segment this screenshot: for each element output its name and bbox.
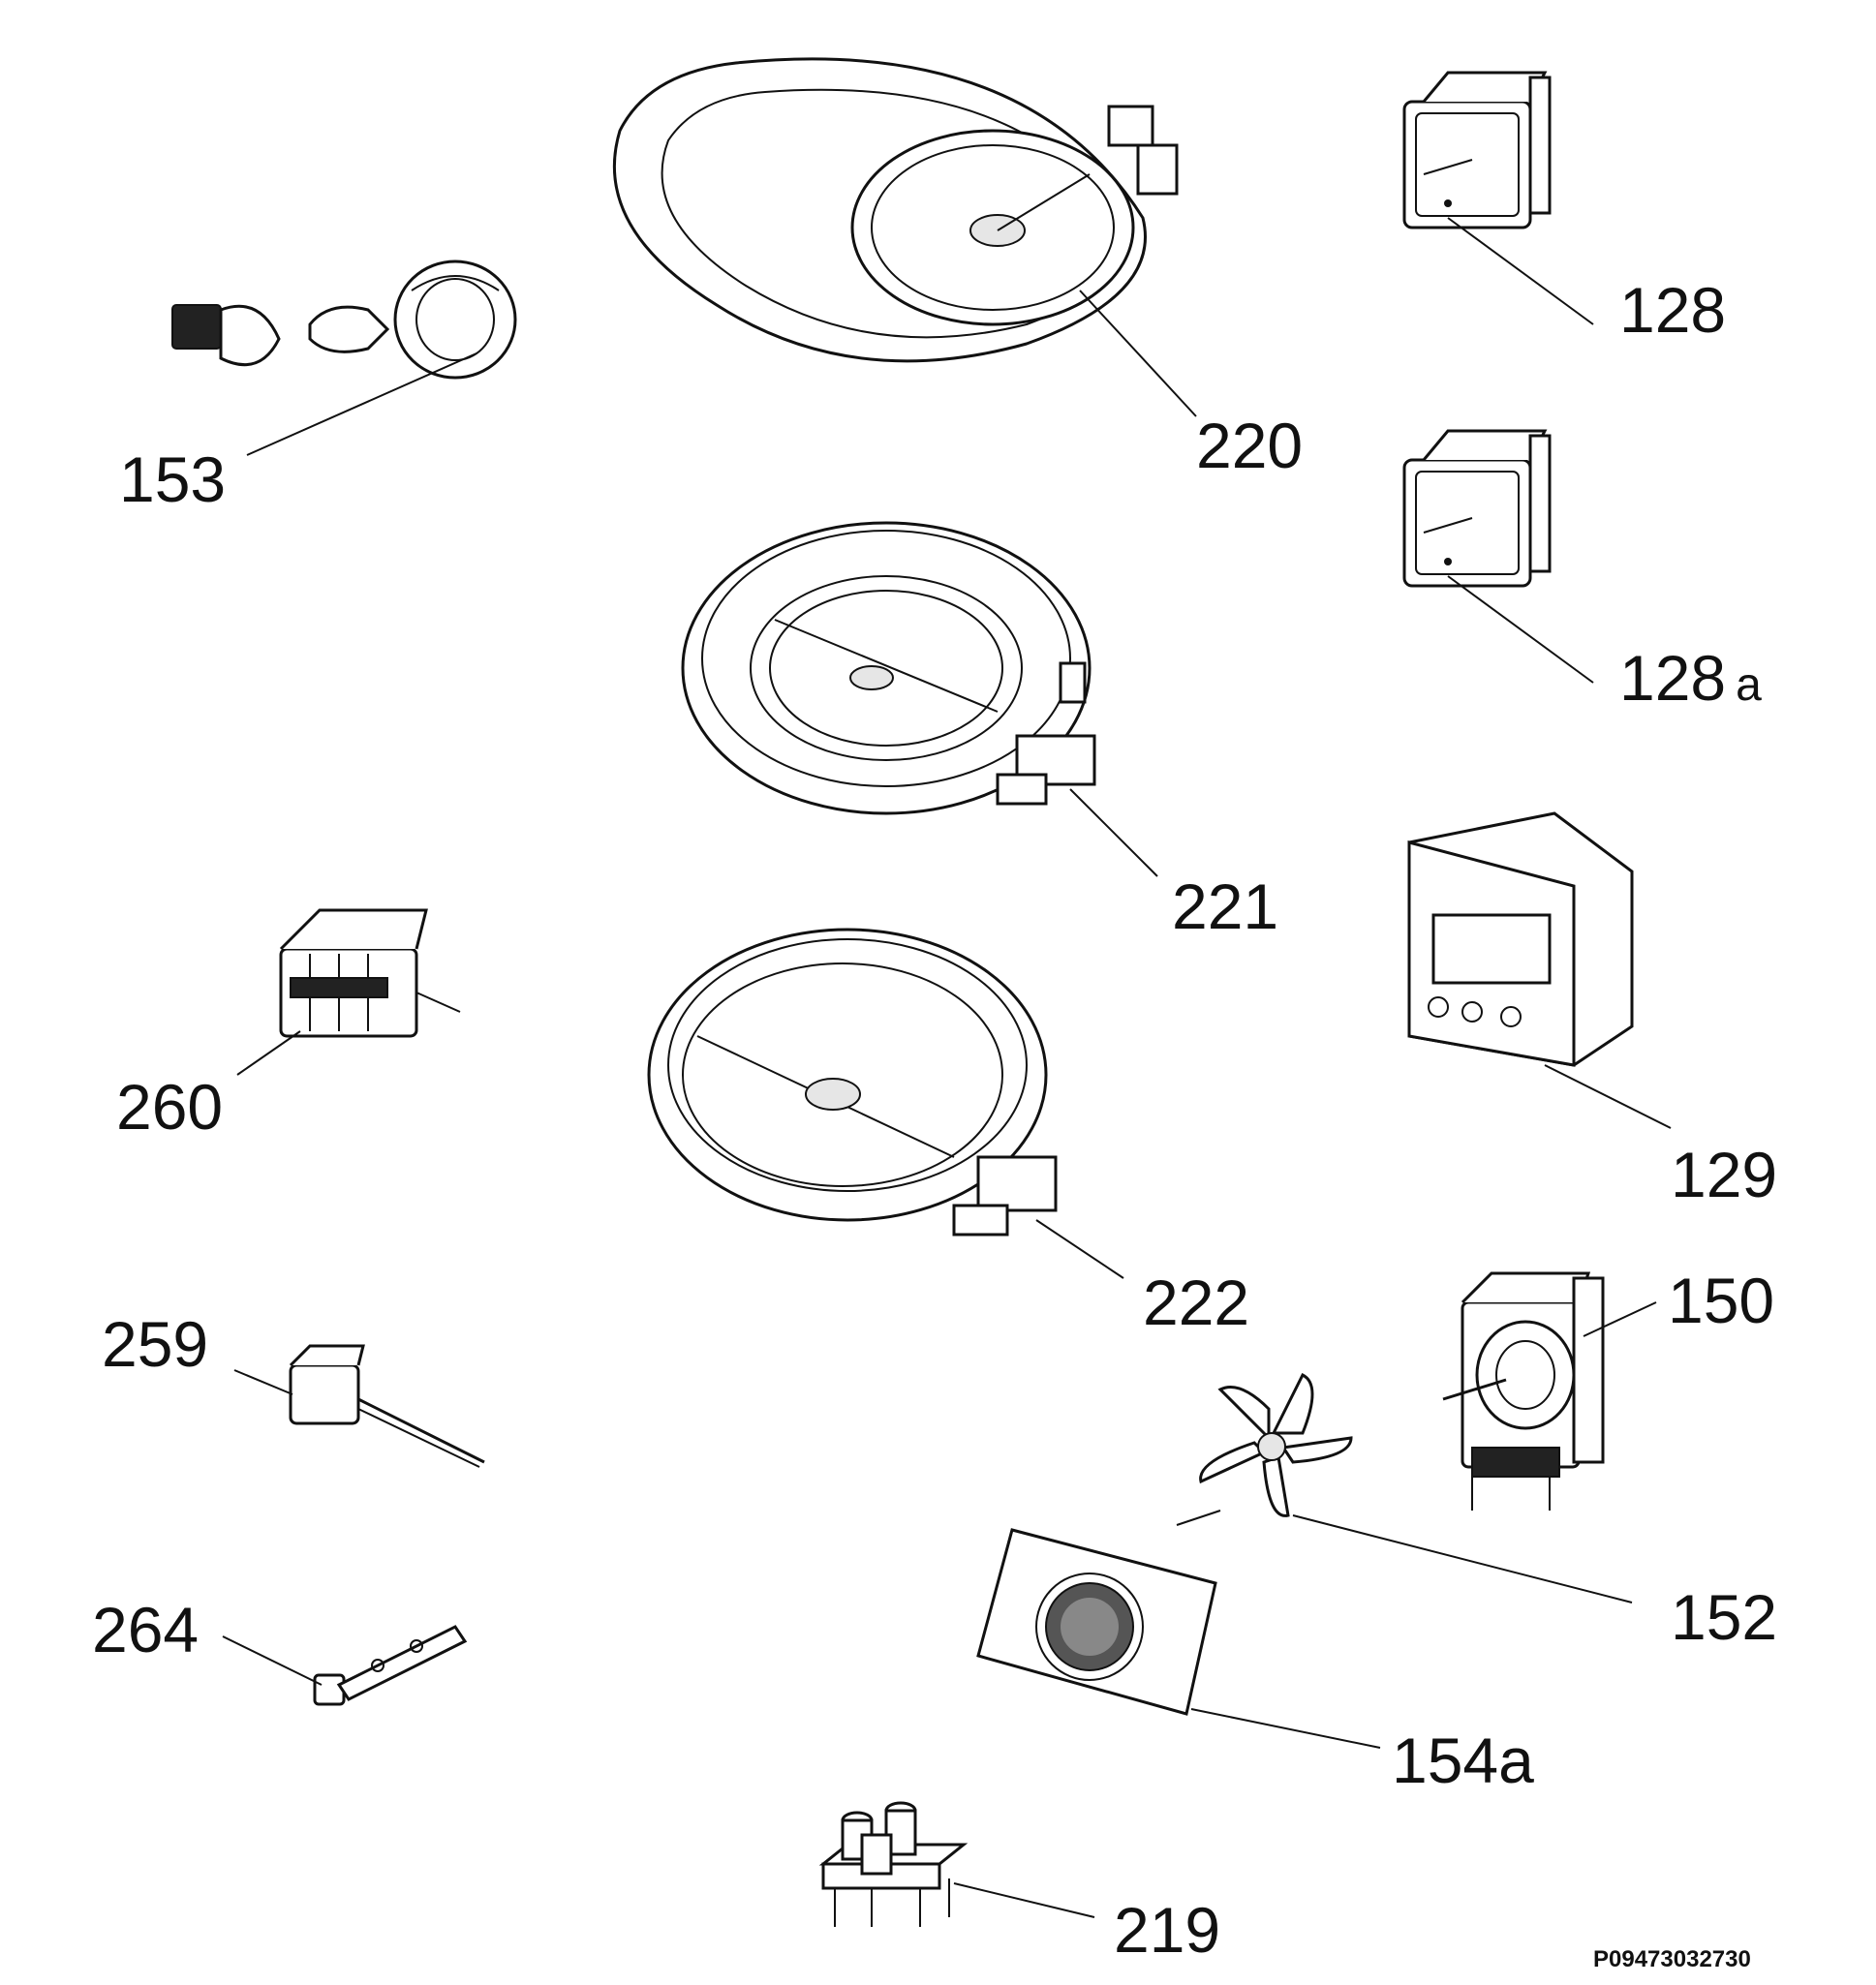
leader-154a bbox=[1190, 1708, 1381, 1749]
label-152: 152 bbox=[1671, 1581, 1778, 1653]
leader-128 bbox=[1447, 217, 1594, 325]
leader-150 bbox=[1583, 1301, 1657, 1337]
leader-260 bbox=[236, 1030, 301, 1076]
part-264-thermal-switch bbox=[313, 1625, 468, 1706]
label-259: 259 bbox=[102, 1308, 209, 1380]
label-264: 264 bbox=[92, 1594, 200, 1665]
leader-152 bbox=[1292, 1514, 1633, 1603]
label-222: 222 bbox=[1143, 1267, 1250, 1338]
label-154a: 154a bbox=[1392, 1725, 1534, 1796]
part-259-thermostat bbox=[289, 1344, 485, 1468]
label-128a-number: 128 bbox=[1619, 642, 1727, 714]
label-220: 220 bbox=[1196, 410, 1304, 481]
leader-219 bbox=[953, 1882, 1095, 1918]
leader-129 bbox=[1544, 1064, 1672, 1129]
part-154a-fan-cover bbox=[976, 1528, 1217, 1716]
label-128: 128 bbox=[1619, 274, 1727, 346]
leader-220 bbox=[1079, 290, 1197, 417]
leader-222 bbox=[1035, 1219, 1124, 1279]
label-219: 219 bbox=[1114, 1894, 1221, 1966]
leader-128a bbox=[1447, 575, 1594, 684]
leader-153 bbox=[246, 352, 477, 456]
part-128a-switch bbox=[1402, 429, 1552, 588]
part-221-dual-hob-element bbox=[681, 521, 1096, 815]
part-150-fan-motor bbox=[1442, 1271, 1605, 1511]
label-260: 260 bbox=[116, 1071, 224, 1143]
leader-259 bbox=[233, 1369, 293, 1395]
label-221: 221 bbox=[1172, 870, 1279, 942]
part-219-terminal-block bbox=[818, 1801, 969, 1927]
part-129-electronic-timer bbox=[1407, 811, 1634, 1067]
label-153: 153 bbox=[119, 443, 227, 515]
part-260-selector-switch bbox=[279, 908, 461, 1038]
part-153-oven-lamp bbox=[171, 260, 517, 380]
label-129: 129 bbox=[1671, 1139, 1778, 1210]
part-152-fan-blade bbox=[1176, 1372, 1353, 1526]
leader-lines bbox=[222, 217, 1672, 1918]
label-150: 150 bbox=[1668, 1265, 1775, 1336]
part-222-single-hob-element bbox=[647, 928, 1058, 1237]
leader-221 bbox=[1069, 788, 1158, 877]
label-128a-suffix: a bbox=[1736, 659, 1762, 711]
part-128-switch bbox=[1402, 71, 1552, 229]
part-220-oval-hob-element bbox=[612, 57, 1179, 363]
document-id: P09473032730 bbox=[1593, 1946, 1751, 1972]
leader-264 bbox=[222, 1635, 323, 1686]
